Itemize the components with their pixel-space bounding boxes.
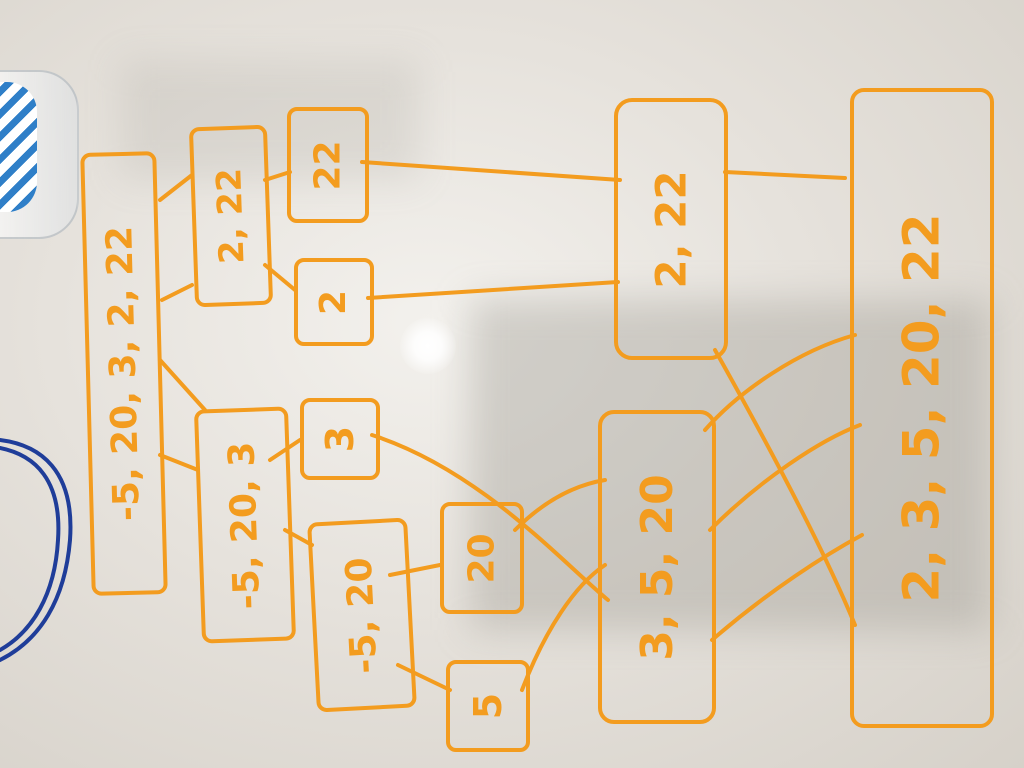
left-c-text: -5, 20 xyxy=(338,555,386,675)
merge-a-text: 2, 22 xyxy=(646,169,696,289)
line-lefta-22 xyxy=(263,170,292,182)
final-array-box: 2, 3, 5, 20, 22 xyxy=(850,88,994,728)
cup-icon xyxy=(0,70,79,239)
leaf-3-text: 3 xyxy=(317,425,362,453)
left-b-text: -5, 20, 3 xyxy=(221,440,269,610)
line-mergeb-final-1 xyxy=(703,333,857,432)
root-array-text: -5, 20, 3, 2, 22 xyxy=(99,225,149,522)
leaf-20-text: 20 xyxy=(461,532,503,584)
root-array-box: -5, 20, 3, 2, 22 xyxy=(80,151,168,596)
line-c-20 xyxy=(388,563,442,577)
leaf-2-box: 2 xyxy=(294,258,374,346)
line-lefta-2 xyxy=(263,263,297,292)
line-mergeb-final-3 xyxy=(710,533,864,642)
line-mergea-final-2 xyxy=(713,348,857,627)
leaf-20-box: 20 xyxy=(440,502,524,614)
line-mergeb-final-2 xyxy=(708,423,862,532)
line-20-mergeb xyxy=(513,478,607,532)
light-glare xyxy=(400,318,456,374)
final-array-text: 2, 3, 5, 20, 22 xyxy=(893,213,952,603)
top-shadow xyxy=(120,60,420,180)
leaf-2-text: 2 xyxy=(313,289,355,315)
merge-b-text: 3, 5, 20 xyxy=(631,473,683,661)
left-a-box: 2, 22 xyxy=(188,124,274,308)
merge-b-box: 3, 5, 20 xyxy=(598,410,716,724)
left-b-box: -5, 20, 3 xyxy=(193,406,297,644)
hand-shadow xyxy=(470,300,990,630)
leaf-3-box: 3 xyxy=(300,398,380,480)
line-c-5 xyxy=(396,663,452,692)
line-mergea-final-1 xyxy=(723,170,847,180)
line-root-lefta xyxy=(158,173,194,202)
line-leftb-3 xyxy=(268,438,302,462)
cable-icon xyxy=(0,438,73,662)
line-root-leftb xyxy=(158,358,207,412)
line-2-mergea xyxy=(366,280,620,300)
leaf-5-box: 5 xyxy=(446,660,530,752)
leaf-22-box: 22 xyxy=(287,107,369,223)
merge-a-box: 2, 22 xyxy=(614,98,728,360)
line-root-lefta-2 xyxy=(160,283,194,302)
line-22-mergea xyxy=(360,160,622,182)
left-c-box: -5, 20 xyxy=(307,517,417,713)
leaf-5-text: 5 xyxy=(465,692,510,720)
leaf-22-text: 22 xyxy=(307,139,349,191)
cup-stripes xyxy=(0,82,37,212)
line-leftb-c xyxy=(283,528,314,547)
line-root-leftb-2 xyxy=(158,453,200,472)
line-5-mergeb xyxy=(520,563,607,692)
left-a-text: 2, 22 xyxy=(209,167,253,265)
